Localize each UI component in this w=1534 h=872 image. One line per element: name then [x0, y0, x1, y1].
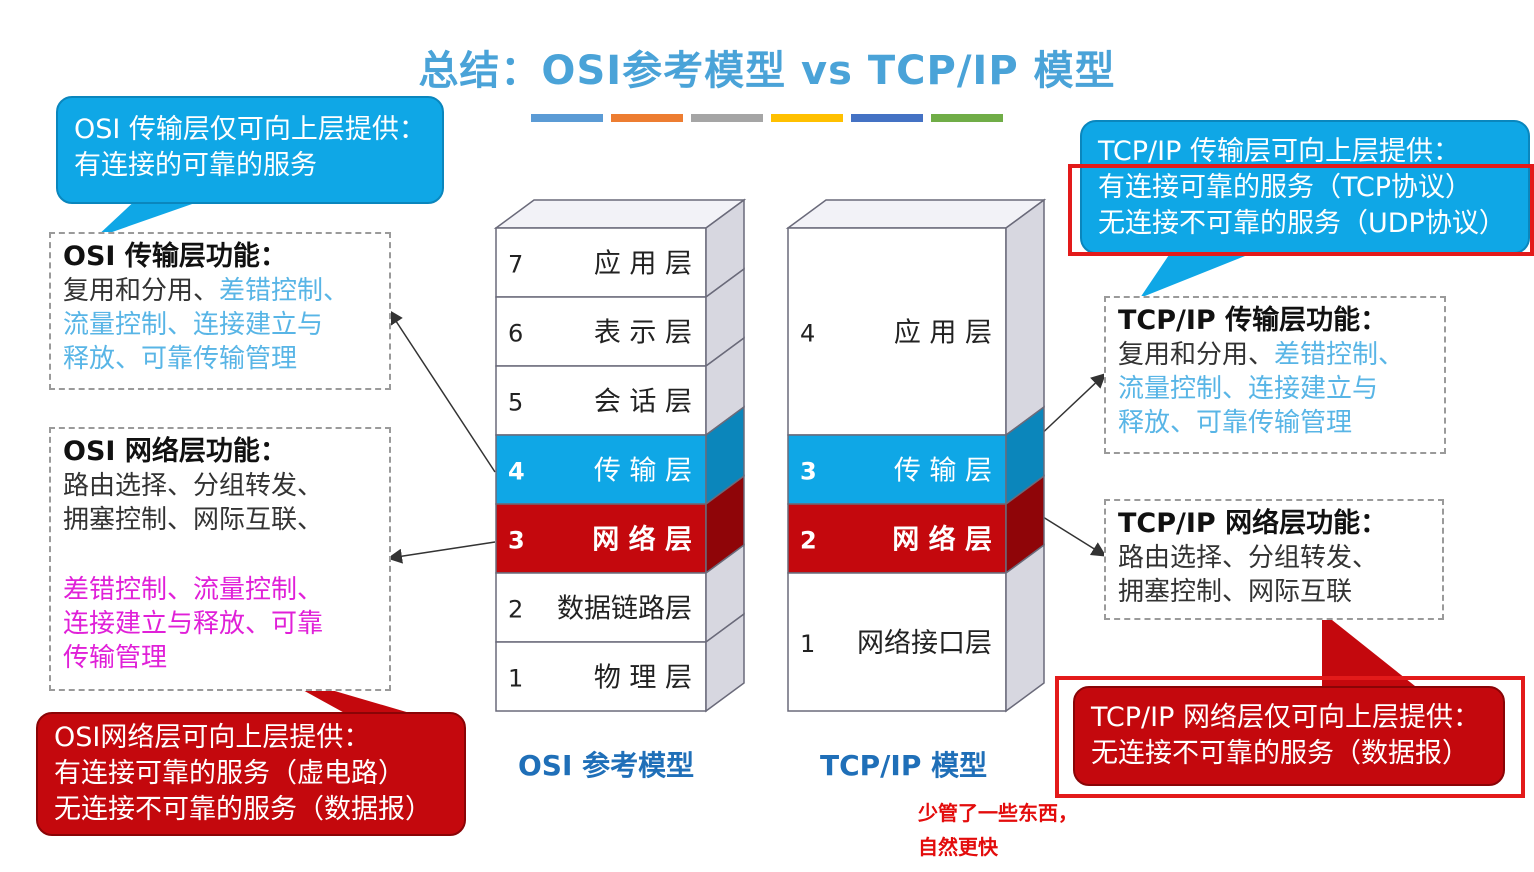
tcp-layer-2: [787, 503, 1007, 574]
tcp-layer-1: [787, 572, 1007, 712]
box-text: 拥塞控制、网际互联、: [63, 505, 324, 535]
tcp-top-bubble-pointer: [1140, 246, 1270, 298]
bubble-line: 无连接不可靠的服务（UDP协议）: [1098, 208, 1506, 239]
tcp-layer-4: [787, 227, 1007, 436]
osi-layer-number: 7: [508, 251, 523, 279]
tcp-layer-name: 网 络 层: [892, 524, 992, 556]
tcp-layer-number: 4: [800, 320, 815, 348]
osi-layer-number: 6: [508, 320, 523, 348]
title-color-bar: [851, 114, 923, 122]
osi-layer-name: 应 用 层: [594, 249, 692, 280]
tcp-transport-function-box: TCP/IP 传输层功能： 复用和分用、差错控制、 流量控制、连接建立与 释放、…: [1104, 296, 1446, 454]
osi-model-caption: OSI 参考模型: [518, 749, 695, 782]
osi-layer-name: 物 理 层: [594, 663, 692, 694]
page-title: 总结：OSI参考模型 vs TCP/IP 模型: [418, 48, 1116, 94]
note-line: 少管了一些东西，: [918, 801, 1078, 825]
osi-layer-name: 数据链路层: [557, 594, 692, 625]
box-heading: TCP/IP 网络层功能：: [1118, 508, 1388, 539]
box-heading: OSI 网络层功能：: [63, 436, 287, 467]
box-text: 流量控制、连接建立与: [63, 310, 324, 340]
box-text: 差错控制、流量控制、: [63, 575, 324, 605]
box-text: 差错控制、: [219, 276, 350, 306]
osi-layer-1: [495, 641, 707, 712]
osi-layer-4: [495, 434, 707, 505]
tcp-layer-3: [787, 434, 1007, 505]
bubble-line: OSI网络层可向上层提供：: [54, 722, 371, 753]
osi-layer-6: [495, 296, 707, 367]
osi-transport-service-bubble: OSI 传输层仅可向上层提供： 有连接的可靠的服务: [56, 96, 444, 204]
osi-layer-number: 1: [508, 665, 523, 693]
osi-layer-7: [495, 227, 707, 298]
osi-transport-function-box: OSI 传输层功能： 复用和分用、差错控制、 流量控制、连接建立与 释放、可靠传…: [49, 232, 391, 390]
tcp-layer-name: 网络接口层: [857, 628, 992, 659]
osi-network-service-bubble: OSI网络层可向上层提供： 有连接可靠的服务（虚电路） 无连接不可靠的服务（数据…: [36, 712, 466, 836]
box-text: 复用和分用、: [63, 276, 220, 306]
bubble-line: OSI 传输层仅可向上层提供：: [74, 114, 426, 145]
title-color-bar: [531, 114, 603, 122]
tcp-network-connector: [1034, 511, 1107, 557]
osi-transport-connector: [388, 309, 496, 473]
bubble-line: TCP/IP 传输层可向上层提供：: [1098, 136, 1460, 167]
tcp-network-service-bubble: TCP/IP 网络层仅可向上层提供： 无连接不可靠的服务（数据报）: [1073, 686, 1505, 786]
note-line: 自然更快: [918, 835, 998, 859]
osi-layer-name: 表 示 层: [594, 318, 692, 349]
bubble-line: TCP/IP 网络层仅可向上层提供：: [1091, 702, 1480, 733]
bubble-line: 有连接可靠的服务（虚电路）: [54, 758, 405, 789]
box-text: 差错控制、: [1274, 340, 1405, 370]
box-text: 路由选择、分组转发、: [1118, 543, 1379, 573]
osi-top-face: [493, 199, 747, 229]
tcp-service-highlight-frame: [1068, 164, 1534, 256]
bubble-line: 有连接的可靠的服务: [74, 150, 317, 181]
bubble-line: 无连接不可靠的服务（数据报）: [54, 794, 432, 825]
osi-layer-number: 5: [508, 389, 523, 417]
tcp-layer-4-side: [1005, 198, 1045, 437]
tcp-layer-name: 传 输 层: [894, 456, 992, 487]
box-text: 释放、可靠传输管理: [63, 344, 298, 374]
tcp-model-caption: TCP/IP 模型: [820, 749, 988, 782]
tcp-layer-name: 应 用 层: [894, 318, 992, 349]
title-color-bar: [931, 114, 1003, 122]
speed-note: 少管了一些东西， 自然更快: [918, 796, 1078, 864]
tcp-transport-service-bubble: TCP/IP 传输层可向上层提供： 有连接可靠的服务（TCP协议） 无连接不可靠…: [1080, 120, 1530, 254]
osi-layer-name: 会 话 层: [594, 387, 692, 418]
tcp-top-face: [785, 199, 1047, 229]
tcp-layer-number: 3: [800, 458, 817, 486]
box-text: 复用和分用、: [1118, 340, 1275, 370]
osi-layer-number: 2: [508, 596, 523, 624]
box-text: 释放、可靠传输管理: [1118, 408, 1353, 438]
osi-layer-number: 3: [508, 527, 525, 555]
box-text: 连接建立与释放、可靠: [63, 609, 324, 639]
tcp-transport-connector: [1034, 372, 1107, 441]
osi-layer-name: 传 输 层: [594, 456, 692, 487]
tcp-layer-number: 2: [800, 527, 817, 555]
bubble-line: 有连接可靠的服务（TCP协议）: [1098, 172, 1473, 203]
tcp-network-function-box: TCP/IP 网络层功能： 路由选择、分组转发、 拥塞控制、网际互联: [1104, 499, 1444, 620]
tcp-network-highlight-frame: [1055, 676, 1525, 798]
box-text: 流量控制、连接建立与: [1118, 374, 1379, 404]
osi-layer-1-side: [705, 612, 745, 713]
title-color-bar: [611, 114, 683, 122]
osi-top-bubble-pointer: [95, 196, 215, 238]
box-heading: OSI 传输层功能：: [63, 241, 287, 272]
osi-layer-5: [495, 365, 707, 436]
title-color-bar: [691, 114, 763, 122]
tcp-bottom-bubble-pointer: [1322, 612, 1420, 690]
osi-layer-name: 网 络 层: [592, 524, 692, 556]
osi-network-connector: [387, 541, 496, 564]
box-heading: TCP/IP 传输层功能：: [1118, 305, 1388, 336]
tcp-layer-1-side: [1005, 543, 1045, 713]
box-text: 路由选择、分组转发、: [63, 471, 324, 501]
osi-layer-number: 4: [508, 458, 525, 486]
tcp-layer-number: 1: [800, 630, 815, 658]
bubble-line: 无连接不可靠的服务（数据报）: [1091, 738, 1469, 769]
box-text: 拥塞控制、网际互联: [1118, 577, 1353, 607]
title-color-bar: [771, 114, 843, 122]
osi-network-function-box: OSI 网络层功能： 路由选择、分组转发、 拥塞控制、网际互联、 差错控制、流量…: [49, 427, 391, 691]
box-text: 传输管理: [63, 643, 168, 673]
